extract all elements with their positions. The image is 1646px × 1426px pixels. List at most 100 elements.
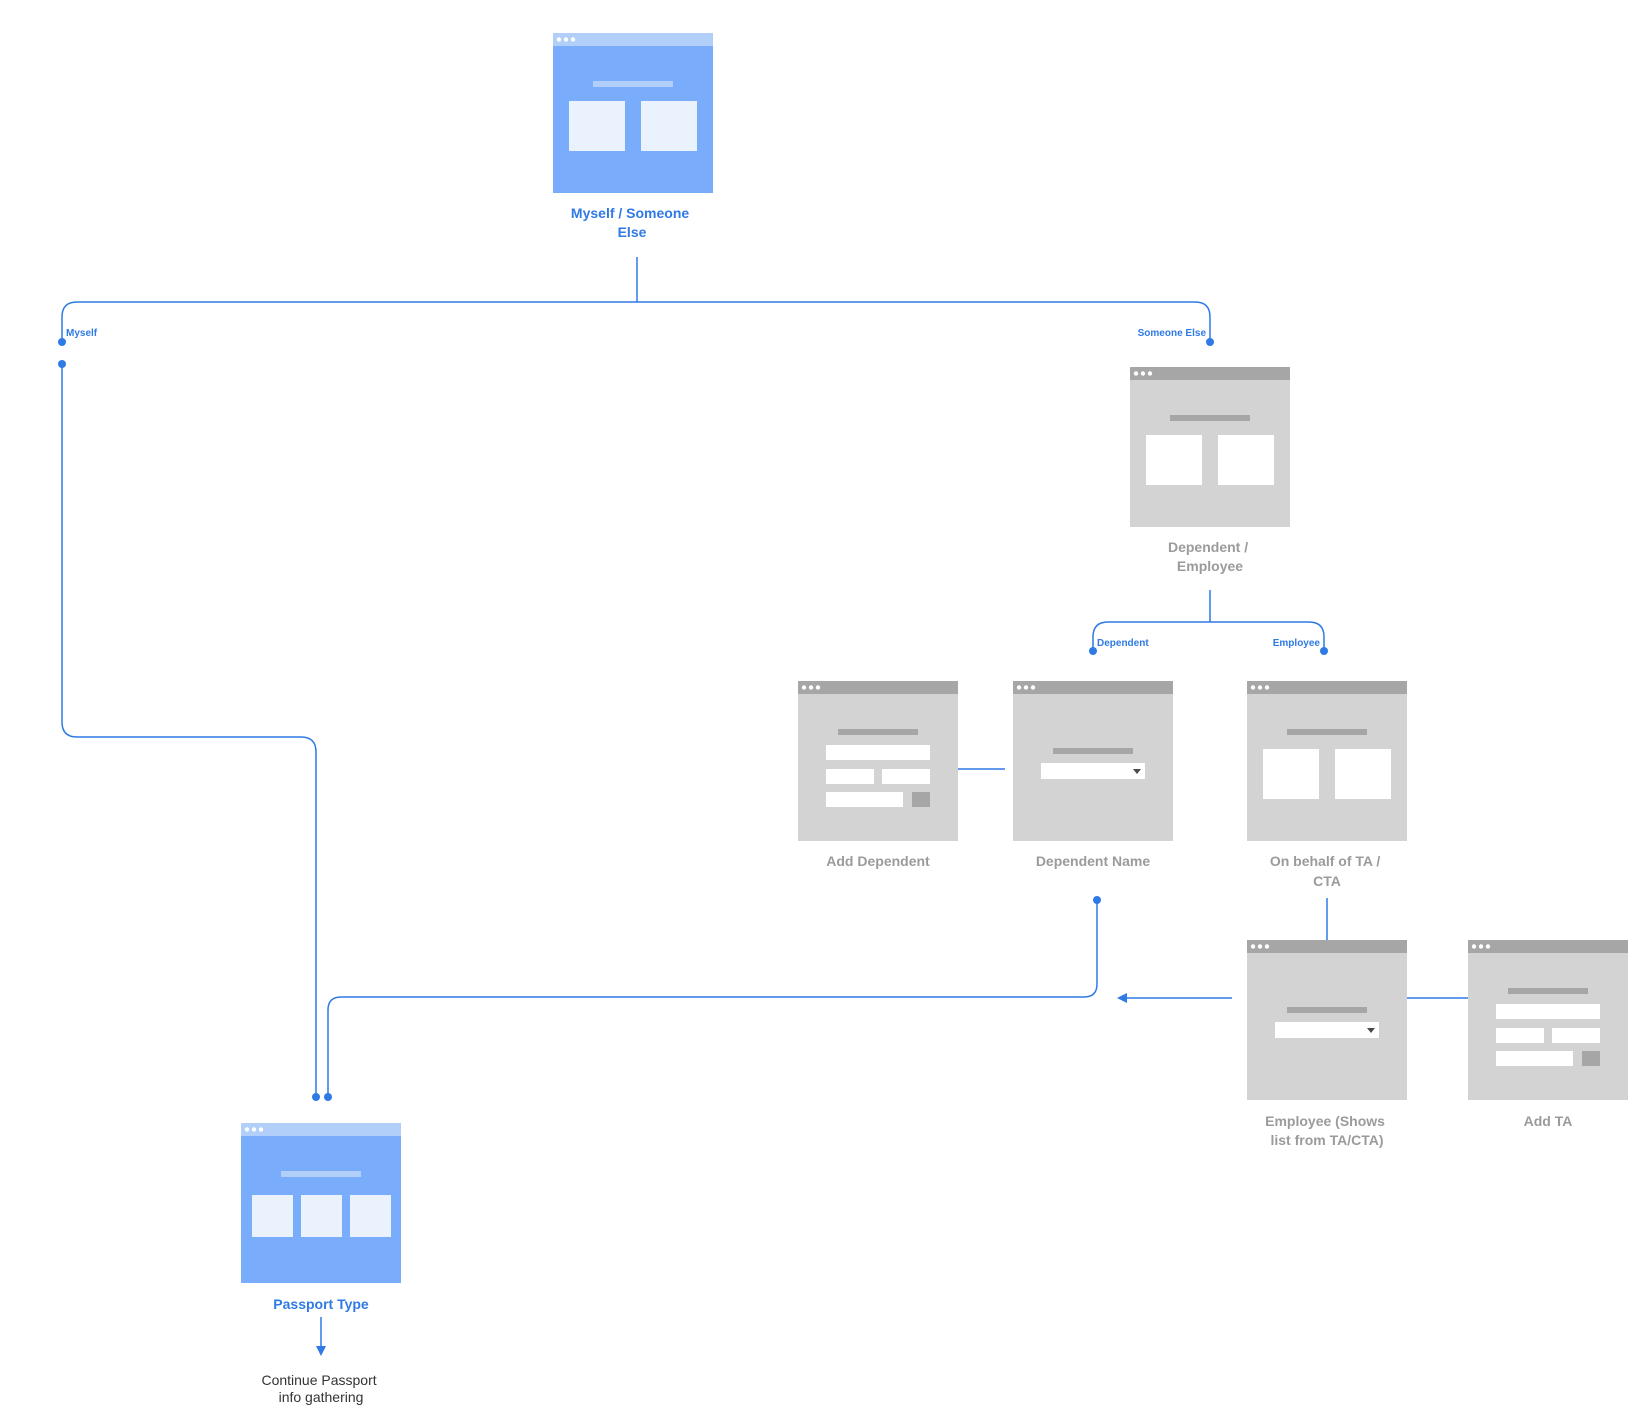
form-field [826,792,903,807]
screen-add-ta [1468,940,1628,1100]
screen-titlebar [1130,367,1290,380]
screen-body [798,681,958,841]
option-card [1218,435,1274,485]
form-field [826,769,874,784]
connector-dot [324,1093,332,1101]
window-dot-icon [258,1127,264,1132]
window-dot-icon [1030,685,1036,690]
label-add-ta: Add TA [1524,1113,1573,1129]
option-card [1263,749,1319,799]
connector-dot [58,338,66,346]
option-card [301,1195,342,1237]
option-card [350,1195,391,1237]
window-dot-icon [1140,371,1146,376]
edge-label-employee: Employee [1273,638,1321,649]
edge-label-myself: Myself [66,328,98,339]
edge-label-dependent: Dependent [1097,638,1149,649]
window-dot-icon [1023,685,1029,690]
option-card [1335,749,1391,799]
label-passport-type: Passport Type [273,1296,369,1312]
window-dot-icon [1264,685,1270,690]
connector-dot [1206,338,1214,346]
label-dependent-employee: Dependent / Employee [1168,539,1252,574]
connector-someone-else-branch [637,301,1211,342]
window-dot-icon [1471,944,1477,949]
label-on-behalf-ta-cta: On behalf of TA / CTA [1270,853,1384,889]
connector-dot [58,360,66,368]
connector-employee-branch [1210,621,1325,651]
screen-passport-type [241,1123,401,1283]
option-card [569,101,625,151]
screen-heading-bar [281,1171,361,1177]
form-field [1552,1028,1600,1043]
screen-titlebar [553,33,713,46]
screen-myself-someone-else [553,33,713,193]
select-field [1275,1022,1379,1038]
option-card [1146,435,1202,485]
window-dot-icon [1250,685,1256,690]
edge-labels: Myself Someone Else Dependent Employee [66,328,1320,649]
screen-titlebar [1013,681,1173,694]
form-field [1496,1004,1600,1019]
connector-dot [1093,896,1101,904]
screen-heading-bar [1508,988,1588,994]
window-dot-icon [1478,944,1484,949]
continue-note: Continue Passport info gathering [261,1372,380,1405]
screen-titlebar [1247,940,1407,953]
connector-dot [1089,647,1097,655]
screen-employee-list [1247,940,1407,1100]
screen-add-dependent [798,681,958,841]
window-dot-icon [1485,944,1491,949]
connectors [61,257,1484,1356]
connector-dot [312,1093,320,1101]
window-dot-icon [815,685,821,690]
connector-dependent-name-to-passport [327,900,1098,1095]
window-dot-icon [556,37,562,42]
form-field [1496,1051,1573,1066]
label-dependent-name: Dependent Name [1036,853,1151,869]
screen-body [1468,940,1628,1100]
window-dot-icon [570,37,576,42]
select-field [1041,763,1145,779]
form-field [826,745,930,760]
connector-myself-to-passport [61,364,317,1095]
screen-body [1013,681,1173,841]
window-dot-icon [251,1127,257,1132]
connector-dependent-branch [1092,621,1210,651]
screen-heading-bar [838,729,918,735]
window-dot-icon [563,37,569,42]
screen-heading-bar [1170,415,1250,421]
label-myself-someone-else: Myself / Someone Else [571,205,693,240]
screen-on-behalf-ta-cta [1247,681,1407,841]
screen-titlebar [1468,940,1628,953]
screen-heading-bar [1287,1007,1367,1013]
window-dot-icon [1147,371,1153,376]
screen-dependent-employee [1130,367,1290,527]
chevron-down-icon [1367,1028,1375,1033]
screens [241,33,1628,1283]
edge-label-someone-else: Someone Else [1138,328,1207,339]
screen-titlebar [241,1123,401,1136]
form-submit-button [912,792,930,807]
form-field [1496,1028,1544,1043]
screen-body [1247,940,1407,1100]
label-add-dependent: Add Dependent [826,853,930,869]
connector-myself-branch [61,301,637,342]
window-dot-icon [1016,685,1022,690]
screen-heading-bar [1287,729,1367,735]
window-dot-icon [808,685,814,690]
screen-heading-bar [593,81,673,87]
window-dot-icon [1257,685,1263,690]
window-dot-icon [1250,944,1256,949]
connector-dot [1320,647,1328,655]
screen-titlebar [798,681,958,694]
screen-titlebar [1247,681,1407,694]
form-field [882,769,930,784]
window-dot-icon [1257,944,1263,949]
option-card [641,101,697,151]
option-card [252,1195,293,1237]
screen-heading-bar [1053,748,1133,754]
screen-dependent-name [1013,681,1173,841]
chevron-down-icon [1133,769,1141,774]
window-dot-icon [244,1127,250,1132]
